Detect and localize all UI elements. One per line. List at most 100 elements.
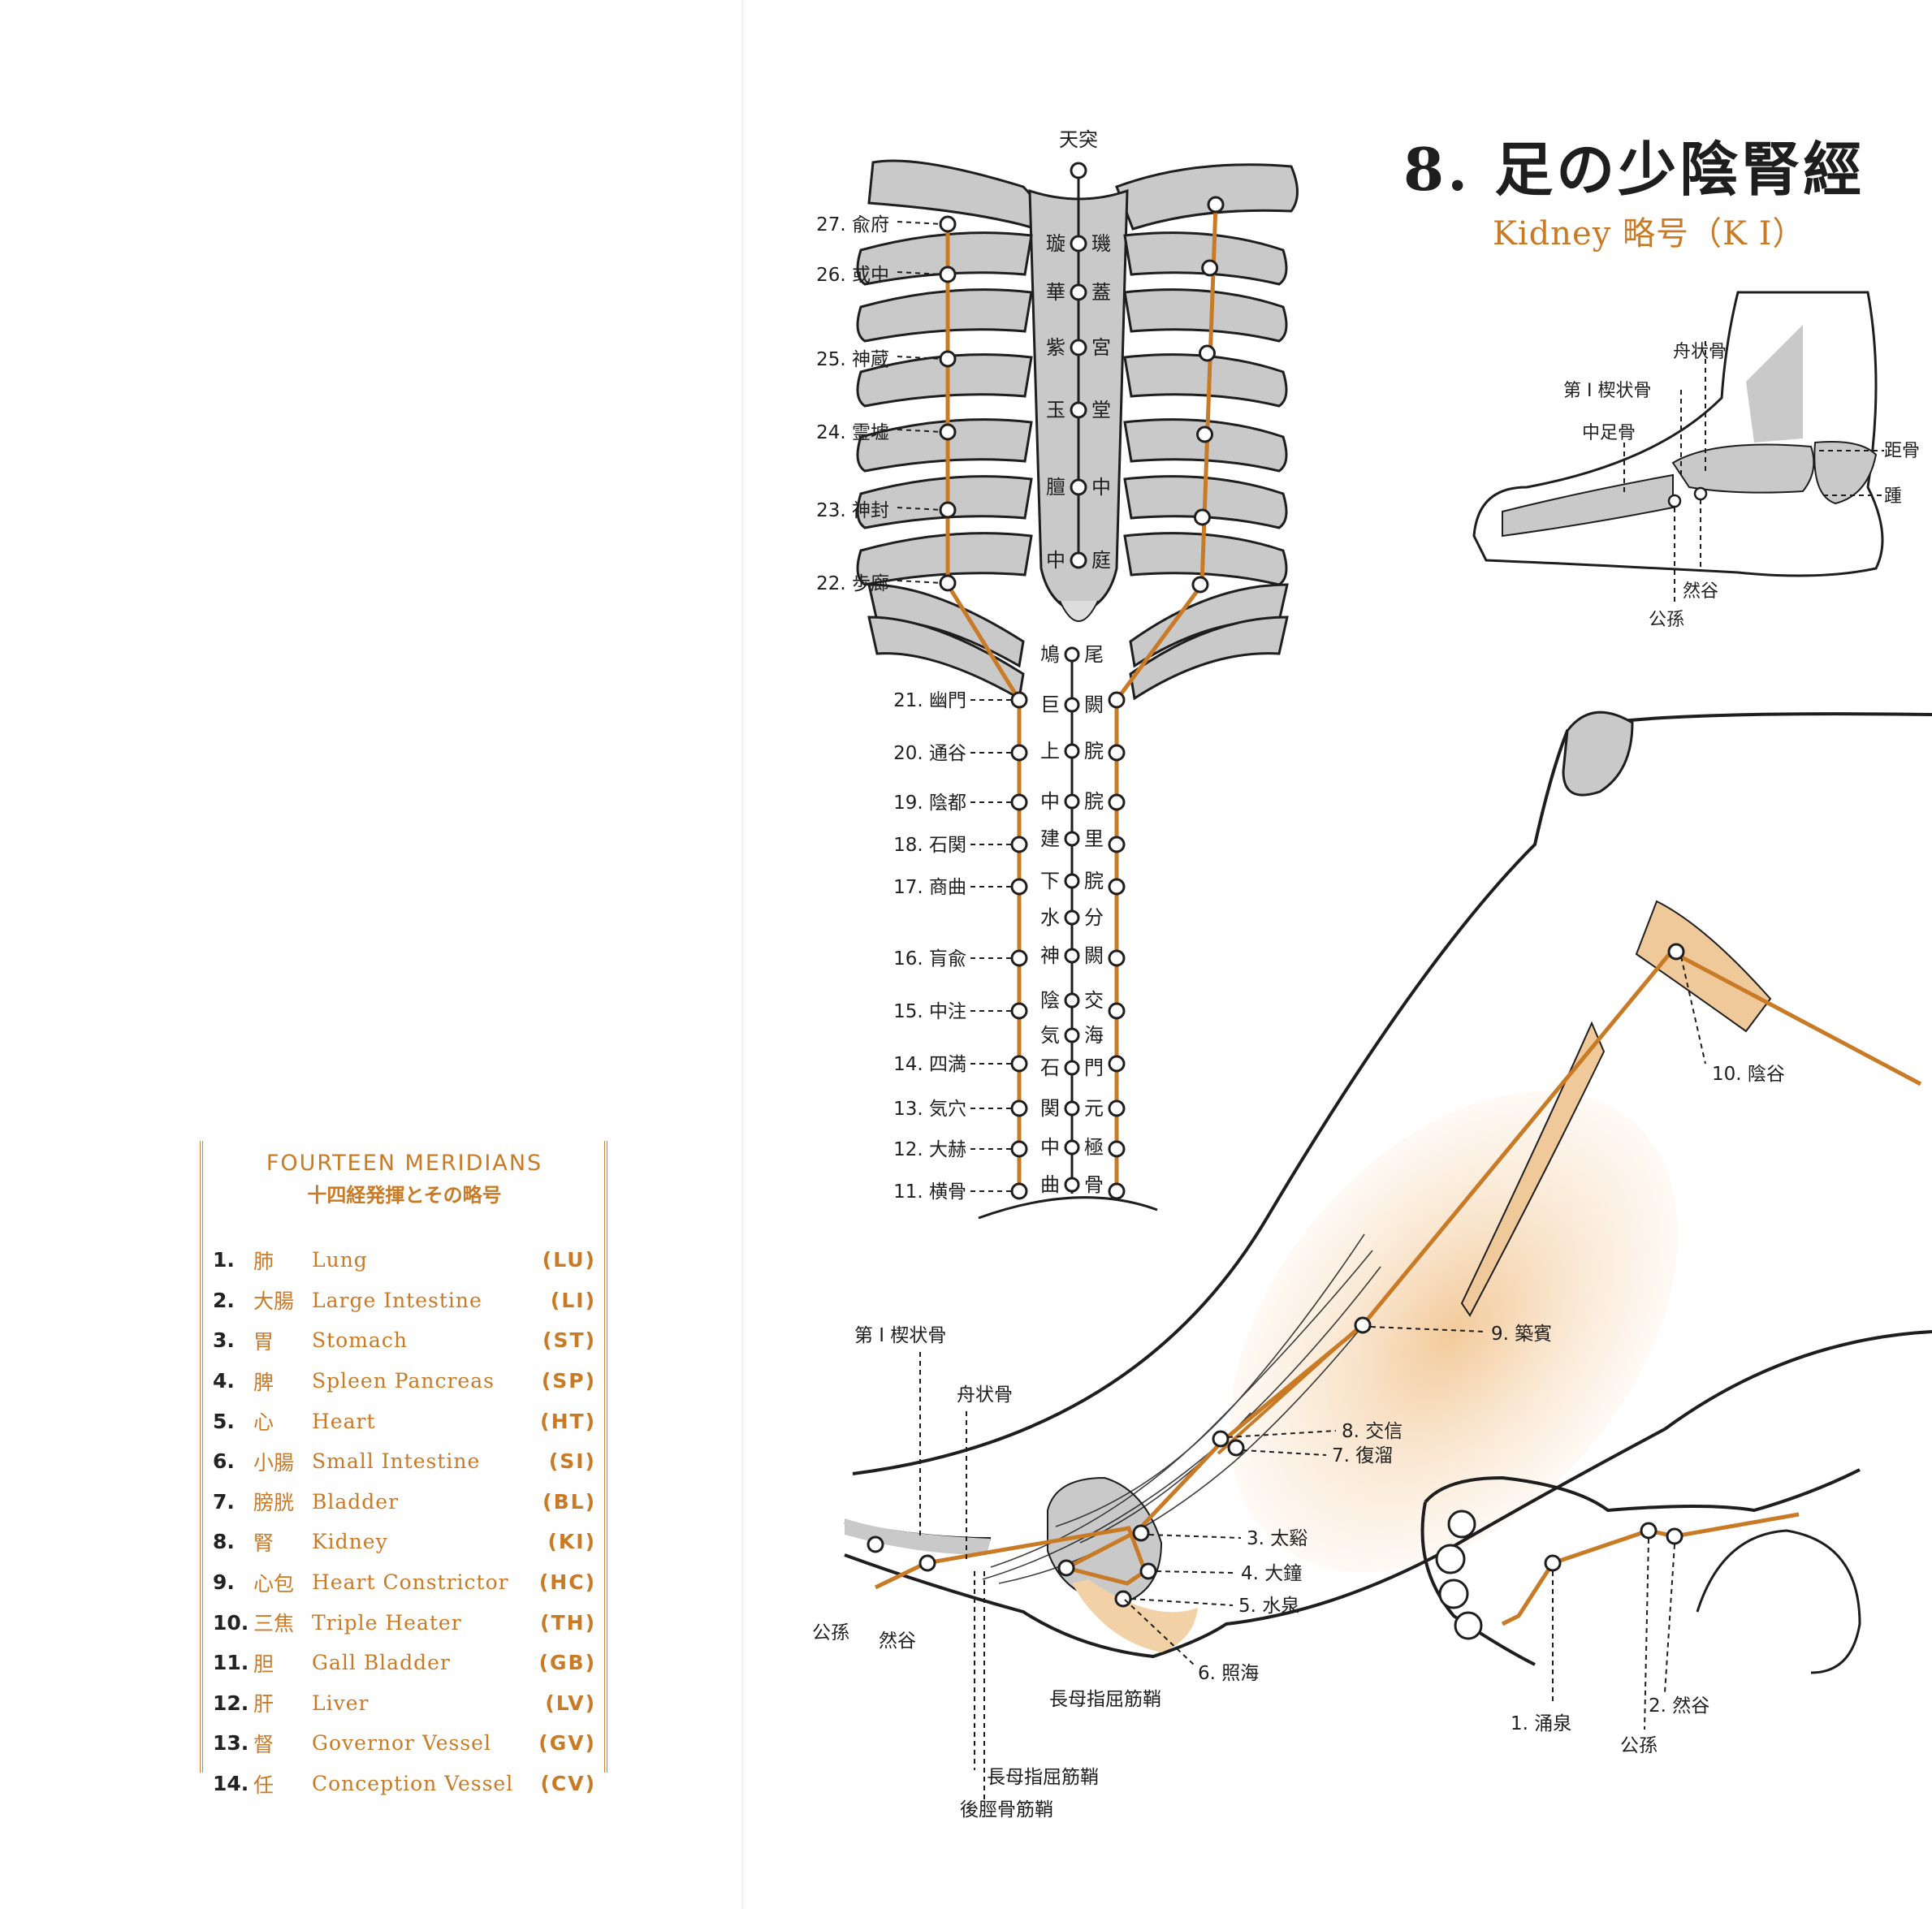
legend-item-jp: 胃 — [253, 1329, 274, 1354]
point-label: 23. 神封 — [816, 500, 889, 521]
acupoint — [1199, 344, 1217, 362]
acupoint — [939, 501, 957, 519]
legend-item-abbr: (GB) — [538, 1651, 596, 1675]
point-label: 璣 — [1091, 232, 1111, 255]
acupoint — [1010, 1140, 1028, 1158]
point-label: 16. 肓兪 — [893, 948, 966, 970]
point-label: 13. 気穴 — [893, 1099, 966, 1120]
rib — [856, 231, 1033, 286]
point-label: 建 — [1040, 827, 1060, 850]
torso-meridian — [945, 204, 1218, 1191]
point-label: 22. 歩廊 — [816, 573, 889, 594]
acupoint — [1108, 1182, 1126, 1200]
sole-acupoints — [1544, 1522, 1683, 1572]
leg-acupoints — [867, 943, 1685, 1608]
leader-line — [897, 271, 943, 275]
point-label: 闕 — [1084, 693, 1104, 716]
acupoint — [1108, 1099, 1126, 1117]
point-label: 然谷 — [1683, 581, 1718, 602]
acupoint — [1064, 992, 1080, 1008]
point-label: 第 I 楔状骨 — [1563, 381, 1651, 401]
page-subtitle: Kidney 略号（K I） — [1493, 215, 1806, 253]
foot-top-view — [1472, 291, 1884, 605]
point-label: 闕 — [1084, 944, 1104, 967]
leg-labels: 10. 陰谷9. 築賓8. 交信7. 復溜3. 太谿4. 大鐘5. 水泉6. 照… — [812, 956, 1785, 1820]
legend-item-abbr: (LI) — [550, 1288, 596, 1312]
acupoint — [867, 1535, 884, 1553]
point-label: 宮 — [1091, 336, 1111, 359]
acupoint — [1640, 1522, 1658, 1540]
point-label: 12. 大赫 — [893, 1139, 966, 1160]
legend-item-jp: 小腸 — [253, 1450, 295, 1475]
acupoint — [1064, 793, 1080, 810]
legend-item-jp: 任 — [253, 1773, 274, 1797]
acupoint — [1064, 1177, 1080, 1193]
point-label: 上 — [1040, 740, 1060, 762]
leader-line — [897, 221, 943, 225]
point-label: 7. 復溜 — [1332, 1445, 1393, 1466]
acupoint — [939, 423, 957, 441]
acupoint — [1108, 793, 1126, 811]
acupoint — [1108, 744, 1126, 762]
legend-item-jp: 膀胱 — [253, 1491, 295, 1515]
point-label: 距骨 — [1884, 441, 1920, 461]
acupoint — [1010, 836, 1028, 853]
point-label: 公孫 — [1620, 1735, 1658, 1756]
acupoint — [1108, 878, 1126, 896]
acupoint — [1139, 1562, 1157, 1580]
point-label: 19. 陰都 — [893, 793, 966, 814]
legend-item-num: 1. — [213, 1248, 235, 1272]
point-label: 舟状骨 — [957, 1384, 1013, 1406]
legend-item-jp: 胆 — [253, 1652, 274, 1676]
legend-item-en: Triple Heater — [312, 1610, 462, 1635]
point-label: 脘 — [1084, 790, 1104, 813]
acupoint — [918, 1554, 936, 1572]
acupoint — [1544, 1554, 1562, 1572]
point-label: 陰 — [1040, 989, 1060, 1012]
leader-line — [897, 356, 943, 360]
legend-item-jp: 腎 — [253, 1531, 274, 1555]
rib — [856, 288, 1033, 343]
acupoint — [939, 266, 957, 283]
acupoint — [1010, 878, 1028, 896]
legend-item-jp: 三焦 — [253, 1612, 295, 1636]
legend-item-abbr: (ST) — [542, 1328, 596, 1353]
point-label: 下 — [1040, 870, 1060, 892]
acupoint — [1064, 1060, 1080, 1076]
rib — [1123, 353, 1288, 408]
acupoint — [1064, 909, 1080, 926]
point-label: 25. 神蔵 — [816, 349, 889, 370]
legend-item-num: 5. — [213, 1409, 235, 1433]
rib — [1129, 615, 1289, 701]
point-label: 玉 — [1046, 399, 1065, 421]
legend-item-abbr: (HT) — [540, 1409, 596, 1433]
point-label: 21. 幽門 — [893, 690, 966, 711]
point-label: 天突 — [1059, 128, 1098, 151]
point-label: 2. 然谷 — [1649, 1695, 1709, 1717]
legend-item-jp: 大腸 — [253, 1289, 295, 1314]
point-label: 関 — [1040, 1097, 1060, 1120]
point-label: 長母指屈筋鞘 — [987, 1767, 1099, 1788]
point-label: 然谷 — [879, 1630, 916, 1652]
page-title: 8. 足の少陰腎經 — [1403, 135, 1865, 204]
acupoint — [1070, 401, 1087, 419]
point-label: 8. 交信 — [1342, 1421, 1403, 1442]
legend-item-abbr: (GV) — [538, 1731, 596, 1756]
point-label: 交 — [1084, 989, 1104, 1012]
legend-item-en: Lung — [312, 1248, 368, 1272]
acupoint — [1070, 551, 1087, 569]
acupoint — [1064, 873, 1080, 889]
acupoint — [1070, 339, 1087, 356]
legend-item-jp: 督 — [253, 1732, 274, 1756]
legend-item-en: Governor Vessel — [312, 1731, 491, 1756]
acupoint — [1064, 948, 1080, 964]
point-label: 10. 陰谷 — [1712, 1064, 1785, 1085]
